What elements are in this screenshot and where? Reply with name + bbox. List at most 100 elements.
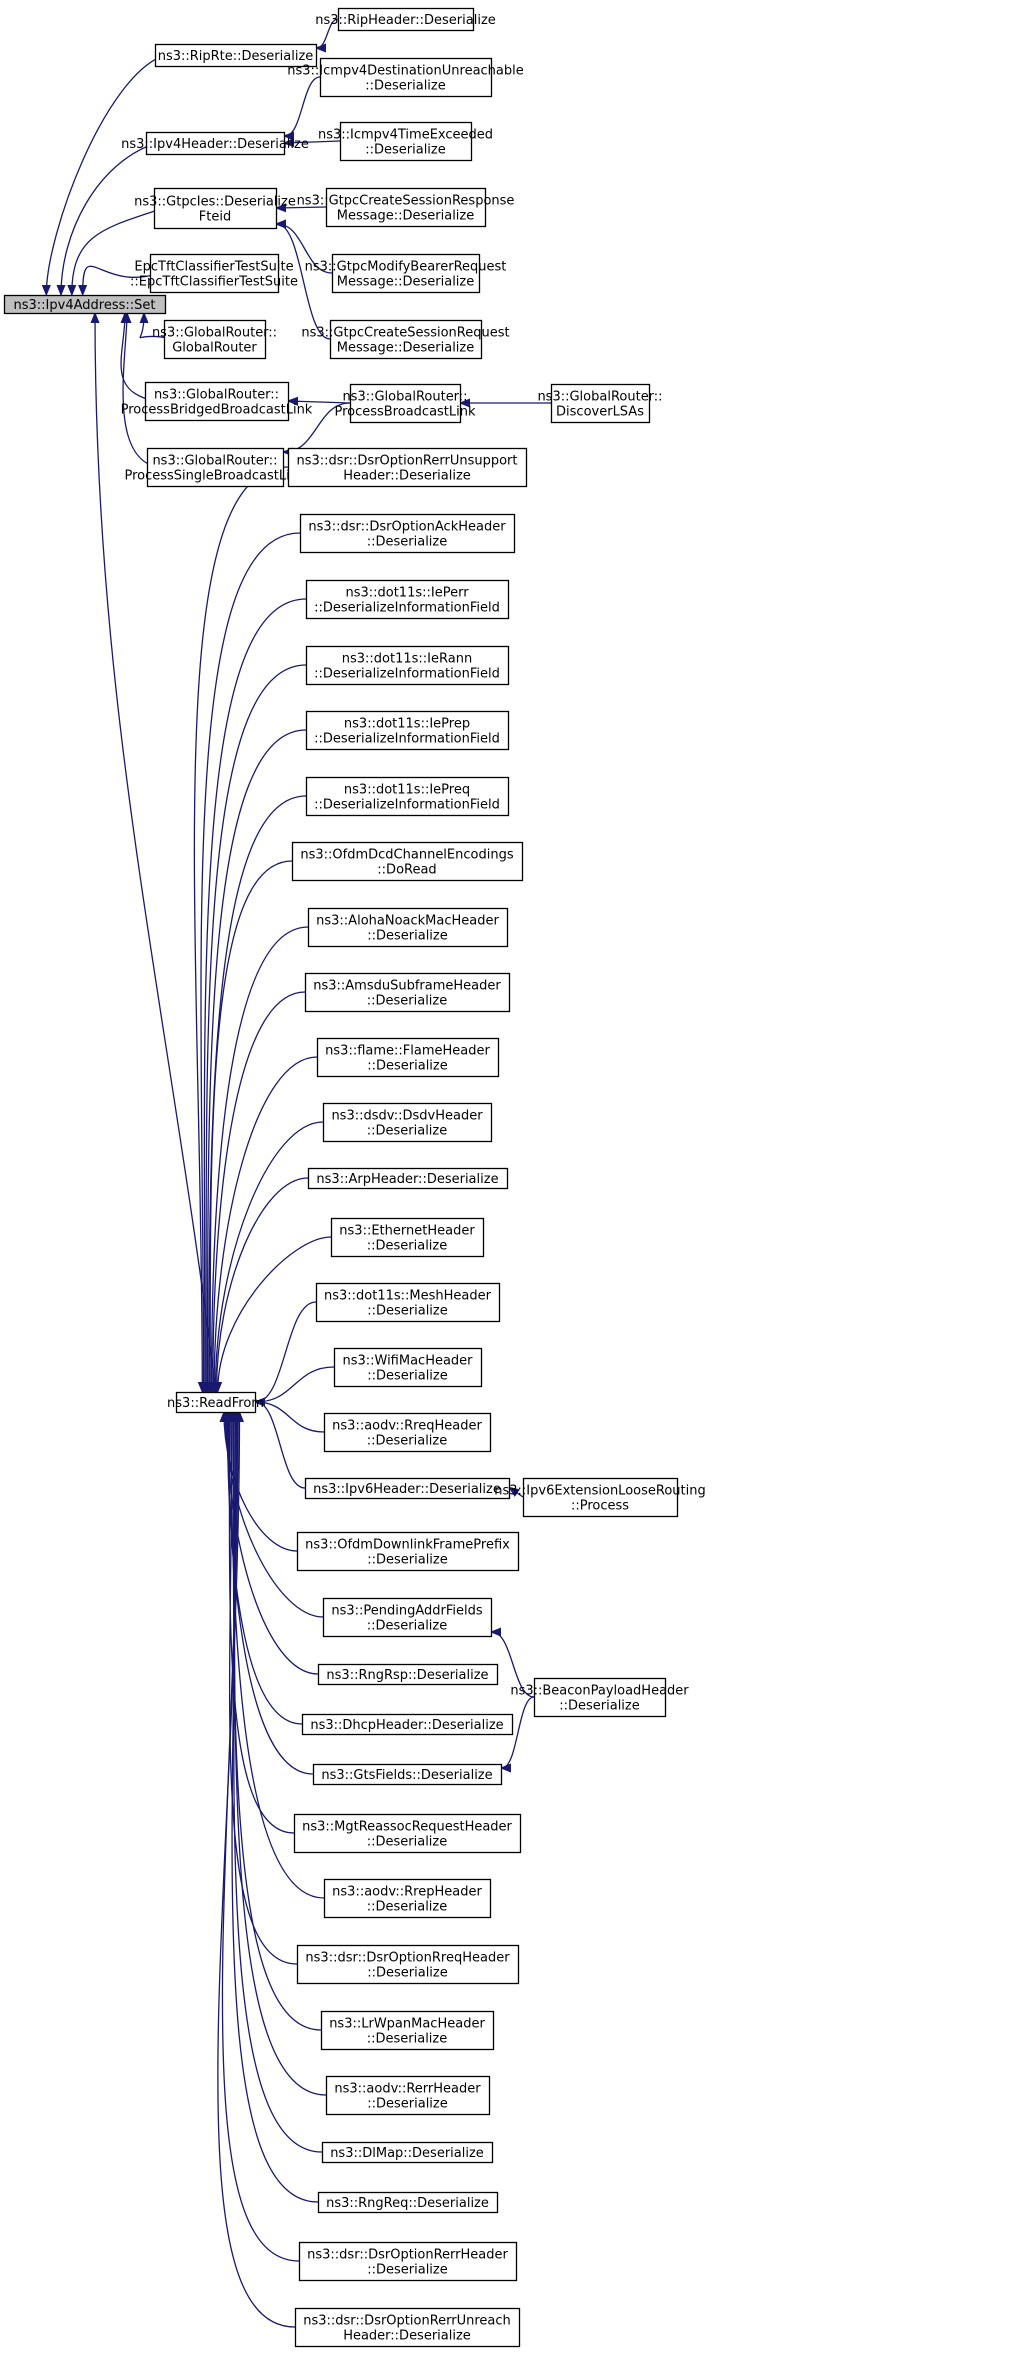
graph-node-d04[interactable]: ns3::dot11s::IeRann::DeserializeInformat…	[305, 645, 510, 686]
graph-node-d12[interactable]: ns3::ArpHeader::Deserialize	[307, 1167, 509, 1190]
graph-node-broadcast[interactable]: ns3::GlobalRouter::ProcessBroadcastLink	[334, 383, 476, 424]
node-label: ns3::dot11s::IePreq	[344, 783, 470, 798]
graph-node-gtpccreateresp[interactable]: ns3::GtpcCreateSessionResponseMessage::D…	[297, 187, 515, 228]
graph-node-root: ns3::Ipv4Address::Set	[3, 294, 167, 315]
graph-node-d23[interactable]: ns3::MgtReassocRequestHeader::Deserializ…	[293, 1813, 522, 1854]
node-box	[175, 1391, 257, 1414]
graph-node-d09[interactable]: ns3::AmsduSubframeHeader::Deserialize	[304, 972, 511, 1013]
node-label: ::DeserializeInformationField	[314, 798, 500, 813]
graph-node-riprte[interactable]: ns3::RipRte::Deserialize	[154, 43, 318, 68]
node-label: ::Deserialize	[367, 1553, 448, 1568]
graph-node-ipv6ext[interactable]: ns3::Ipv6ExtensionLooseRouting::Process	[494, 1477, 706, 1518]
node-label: ::DoRead	[377, 863, 436, 878]
node-label: ns3::Ipv4Address::Set	[14, 298, 156, 313]
node-label: ns3::GtpcCreateSessionRequest	[301, 326, 509, 341]
edge-d05-to-readfrom	[208, 729, 307, 1391]
node-label: ::Deserialize	[367, 1124, 448, 1139]
node-label: ::Deserialize	[367, 1434, 448, 1449]
edge-broadcast-to-bridged	[289, 401, 351, 403]
node-box	[315, 1282, 501, 1323]
graph-node-d29[interactable]: ns3::RngReq::Deserialize	[317, 2191, 499, 2214]
graph-node-d24[interactable]: ns3::aodv::RrepHeader::Deserialize	[323, 1878, 492, 1919]
node-box	[323, 1878, 492, 1919]
edge-epctft-to-root	[83, 265, 161, 294]
graph-node-d28[interactable]: ns3::DlMap::Deserialize	[321, 2141, 494, 2164]
graph-node-d07[interactable]: ns3::OfdmDcdChannelEncodings::DoRead	[291, 841, 524, 882]
graph-node-d31[interactable]: ns3::dsr::DsrOptionRerrUnreachHeader::De…	[294, 2307, 521, 2348]
graph-node-icmptime[interactable]: ns3::Icmpv4TimeExceeded::Deserialize	[318, 121, 493, 162]
graph-node-ipv4header[interactable]: ns3::Ipv4Header::Deserialize	[121, 131, 309, 156]
node-label: ns3::GlobalRouter::	[152, 454, 277, 469]
node-box	[339, 121, 473, 162]
graph-node-d22[interactable]: ns3::GtsFields::Deserialize	[312, 1763, 503, 1786]
graph-node-d26[interactable]: ns3::LrWpanMacHeader::Deserialize	[320, 2010, 495, 2051]
edge-ipv4header-to-root	[61, 142, 157, 294]
edge-d02-to-readfrom	[201, 532, 301, 1391]
edge-d04-to-readfrom	[206, 664, 307, 1391]
graph-node-single[interactable]: ns3::GlobalRouter::ProcessSingleBroadcas…	[124, 447, 306, 488]
node-box	[293, 1813, 522, 1854]
graph-node-d27[interactable]: ns3::aodv::RerrHeader::Deserialize	[325, 2075, 491, 2116]
graph-node-ripheader[interactable]: ns3::RipHeader::Deserialize	[315, 7, 496, 32]
node-label: ::Deserialize	[367, 2032, 448, 2047]
graph-node-icmpdest[interactable]: ns3::Icmpv4DestinationUnreachable::Deser…	[287, 57, 524, 98]
graph-node-d08[interactable]: ns3::AlohaNoackMacHeader::Deserialize	[307, 907, 509, 948]
graph-node-d03[interactable]: ns3::dot11s::IePerr::DeserializeInformat…	[305, 579, 510, 620]
node-box	[323, 1412, 492, 1453]
node-label: ::Deserialize	[367, 2263, 448, 2278]
graph-node-epctft[interactable]: EpcTftClassifierTestSuite::EpcTftClassif…	[130, 253, 298, 294]
edge-readfrom-to-root	[95, 314, 217, 1393]
graph-node-d18[interactable]: ns3::OfdmDownlinkFramePrefix::Deserializ…	[296, 1531, 520, 1572]
graph-node-discover[interactable]: ns3::GlobalRouter::DiscoverLSAs	[537, 383, 663, 424]
graph-node-d02[interactable]: ns3::dsr::DsrOptionAckHeader::Deserializ…	[299, 513, 516, 554]
edge-d03-to-readfrom	[204, 598, 307, 1391]
node-label: ns3::dsr::DsrOptionRerrHeader	[307, 2248, 508, 2263]
node-label: ns3::dsr::DsrOptionRreqHeader	[305, 1951, 510, 1966]
edge-d12-to-readfrom	[217, 1177, 309, 1391]
node-label: ::Deserialize	[367, 535, 448, 550]
graph-node-d01[interactable]: ns3::dsr::DsrOptionRerrUnsupportHeader::…	[287, 447, 528, 488]
node-label: ns3::RipHeader::Deserialize	[315, 13, 496, 28]
graph-node-bridged[interactable]: ns3::GlobalRouter::ProcessBridgedBroadca…	[121, 381, 313, 422]
node-label: ns3::Ipv6Header::Deserialize	[313, 1482, 501, 1497]
edge-d29-to-readfrom	[231, 1413, 319, 2203]
node-label: ProcessSingleBroadcastLink	[124, 469, 306, 484]
graph-node-d16[interactable]: ns3::aodv::RreqHeader::Deserialize	[323, 1412, 492, 1453]
graph-node-readfrom[interactable]: ns3::ReadFrom	[167, 1391, 264, 1414]
graph-node-beacon[interactable]: ns3::BeaconPayloadHeader::Deserialize	[510, 1677, 689, 1718]
graph-node-gtpcmodify[interactable]: ns3::GtpcModifyBearerRequestMessage::Des…	[305, 253, 507, 294]
graph-node-d06[interactable]: ns3::dot11s::IePreq::DeserializeInformat…	[305, 776, 510, 817]
node-label: ns3::EthernetHeader	[339, 1224, 475, 1239]
graph-node-d30[interactable]: ns3::dsr::DsrOptionRerrHeader::Deseriali…	[298, 2241, 518, 2282]
graph-node-gtpccreatereq[interactable]: ns3::GtpcCreateSessionRequestMessage::De…	[301, 319, 510, 360]
node-label: ns3::dot11s::IePrep	[344, 717, 470, 732]
node-box	[305, 710, 510, 751]
graph-node-d20[interactable]: ns3::RngRsp::Deserialize	[317, 1663, 499, 1686]
graph-node-globalrouter[interactable]: ns3::GlobalRouter::GlobalRouter	[152, 319, 277, 360]
graph-node-d10[interactable]: ns3::flame::FlameHeader::Deserialize	[316, 1037, 500, 1078]
node-label: ns3::GlobalRouter::	[154, 388, 279, 403]
edge-d17-to-readfrom	[256, 1402, 306, 1489]
graph-node-d25[interactable]: ns3::dsr::DsrOptionRreqHeader::Deseriali…	[296, 1944, 520, 1985]
graph-node-d11[interactable]: ns3::dsdv::DsdvHeader::Deserialize	[322, 1102, 493, 1143]
graph-node-d15[interactable]: ns3::WifiMacHeader::Deserialize	[333, 1347, 483, 1388]
node-label: DiscoverLSAs	[556, 405, 644, 420]
edge-globalrouter-to-root	[140, 314, 175, 340]
node-box	[291, 841, 524, 882]
graph-node-d13[interactable]: ns3::EthernetHeader::Deserialize	[330, 1217, 485, 1258]
graph-node-d17[interactable]: ns3::Ipv6Header::Deserialize	[304, 1477, 511, 1500]
node-label: ns3::dsdv::DsdvHeader	[331, 1109, 483, 1124]
graph-node-d05[interactable]: ns3::dot11s::IePrep::DeserializeInformat…	[305, 710, 510, 751]
edge-d28-to-readfrom	[234, 1413, 323, 2153]
graph-node-d14[interactable]: ns3::dot11s::MeshHeader::Deserialize	[315, 1282, 501, 1323]
node-label: ns3::flame::FlameHeader	[325, 1044, 490, 1059]
graph-node-d19[interactable]: ns3::PendingAddrFields::Deserialize	[322, 1597, 493, 1638]
node-label: ns3::WifiMacHeader	[342, 1354, 473, 1369]
node-label: ns3::RngRsp::Deserialize	[326, 1668, 488, 1683]
node-label: ns3::GlobalRouter::	[342, 390, 467, 405]
node-box	[146, 447, 285, 488]
node-label: Fteid	[199, 210, 231, 225]
edge-gtpccreateresp-to-gtpcies	[277, 207, 327, 208]
graph-node-d21[interactable]: ns3::DhcpHeader::Deserialize	[301, 1713, 514, 1736]
